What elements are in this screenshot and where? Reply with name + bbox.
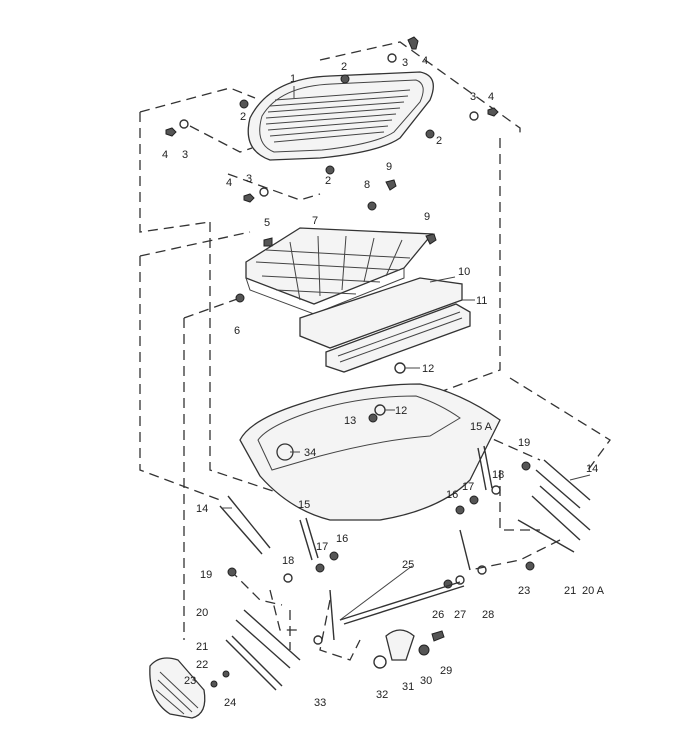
callout-21: 21 xyxy=(564,585,576,597)
callout-15: 15 xyxy=(298,499,310,511)
part-7-vent-grid xyxy=(245,227,434,315)
part-1-grille-cover xyxy=(247,71,434,161)
callout-11: 11 xyxy=(476,295,487,307)
callout-33: 33 xyxy=(314,697,326,709)
callout-19: 19 xyxy=(200,569,212,581)
callout-32: 32 xyxy=(376,689,388,701)
callout-27: 27 xyxy=(454,609,466,621)
callout-31: 31 xyxy=(402,681,414,693)
callout-2: 2 xyxy=(240,111,246,123)
callout-20a: 20 A xyxy=(582,585,605,597)
callout-3: 3 xyxy=(246,173,252,185)
callout-21: 21 xyxy=(196,641,208,653)
callout-18: 18 xyxy=(282,555,294,567)
part-24-lock-cover xyxy=(149,657,206,719)
leader-lines xyxy=(222,86,591,621)
callout-22: 22 xyxy=(196,659,208,671)
callout-4: 4 xyxy=(162,149,168,161)
callout-19: 19 xyxy=(518,437,530,449)
callout-18: 18 xyxy=(492,469,504,481)
callout-4: 4 xyxy=(226,177,232,189)
callout-23: 23 xyxy=(518,585,530,597)
part-10-11-trim-panels xyxy=(299,277,471,373)
callout-1: 1 xyxy=(290,73,296,85)
callout-3: 3 xyxy=(470,91,476,103)
callout-25: 25 xyxy=(402,559,414,571)
callout-14: 14 xyxy=(586,463,598,475)
callout-9: 9 xyxy=(386,161,392,173)
callout-17: 17 xyxy=(462,481,474,493)
callout-2: 2 xyxy=(436,135,442,147)
callout-16: 16 xyxy=(446,489,458,501)
callout-23: 23 xyxy=(184,675,196,687)
callout-29: 29 xyxy=(440,665,452,677)
callout-12: 12 xyxy=(395,405,407,417)
callout-9: 9 xyxy=(424,211,430,223)
callout-2: 2 xyxy=(325,175,331,187)
callout-6: 6 xyxy=(234,325,240,337)
engine-lid xyxy=(239,383,501,521)
callout-10: 10 xyxy=(458,266,470,278)
callout-3: 3 xyxy=(182,149,188,161)
callout-4: 4 xyxy=(422,55,428,67)
hinge-linkage xyxy=(219,445,591,691)
callout-14: 14 xyxy=(196,503,208,515)
callout-20: 20 xyxy=(196,607,208,619)
callout-15a: 15 A xyxy=(470,421,493,433)
hardware-items xyxy=(165,36,535,688)
callout-16: 16 xyxy=(336,533,348,545)
callout-34: 34 xyxy=(304,447,316,459)
callout-17: 17 xyxy=(316,541,328,553)
callout-8: 8 xyxy=(364,179,370,191)
callout-24: 24 xyxy=(224,697,236,709)
callout-labels: 1 2 2 2 2 3 3 3 3 4 4 4 4 5 6 7 8 9 9 10… xyxy=(162,55,605,709)
assembly-guide-lines xyxy=(139,41,611,661)
callout-4: 4 xyxy=(488,91,494,103)
callout-7: 7 xyxy=(312,215,318,227)
callout-2: 2 xyxy=(341,61,347,73)
callout-3: 3 xyxy=(402,57,408,69)
callout-28: 28 xyxy=(482,609,494,621)
callout-13: 13 xyxy=(344,415,356,427)
callout-30: 30 xyxy=(420,675,432,687)
release-mechanism xyxy=(373,629,445,669)
callout-5: 5 xyxy=(264,217,270,229)
callout-26: 26 xyxy=(432,609,444,621)
callout-12: 12 xyxy=(422,363,434,375)
